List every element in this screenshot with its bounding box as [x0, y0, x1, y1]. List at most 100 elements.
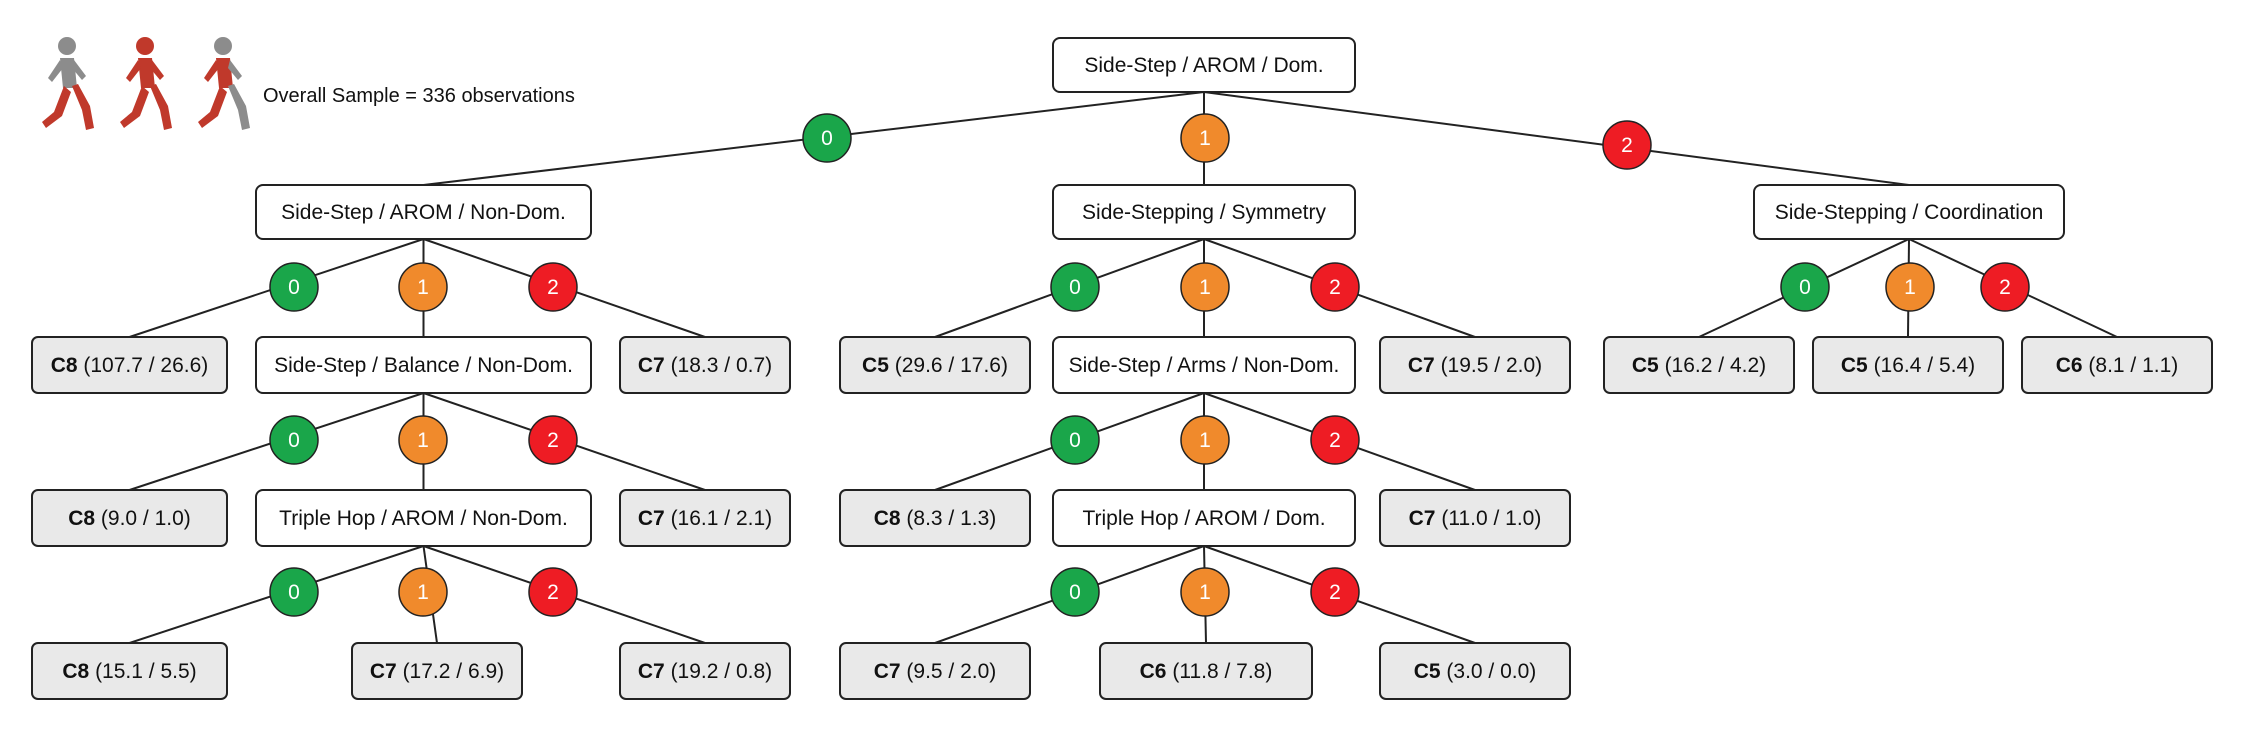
leaf-node-leaf_r1_2: C6 (8.1 / 1.1) [2021, 336, 2213, 394]
node-label: Side-Step / Arms / Non-Dom. [1069, 354, 1340, 377]
leaf-node-leaf_l3_1: C7 (17.2 / 6.9) [351, 642, 523, 700]
leaf-node-leaf_m3_2: C5 (3.0 / 0.0) [1379, 642, 1571, 700]
score-badge-0: 0 [1050, 567, 1100, 617]
leaf-values: (29.6 / 17.6) [889, 354, 1008, 377]
score-label: 1 [417, 581, 429, 604]
leaf-label: C5 (3.0 / 0.0) [1414, 660, 1537, 683]
score-label: 1 [1199, 127, 1211, 150]
score-badge-0: 0 [269, 567, 319, 617]
decision-node-n_l3: Triple Hop / AROM / Non-Dom. [255, 489, 592, 547]
leaf-label: C7 (11.0 / 1.0) [1409, 507, 1542, 530]
score-label: 2 [1329, 276, 1341, 299]
node-label: Side-Stepping / Coordination [1775, 201, 2044, 224]
score-circle [528, 567, 578, 617]
node-label: Triple Hop / AROM / Non-Dom. [279, 507, 568, 530]
leaf-values: (19.5 / 2.0) [1435, 354, 1542, 377]
score-circle [398, 567, 448, 617]
leaf-label: C8 (15.1 / 5.5) [62, 660, 196, 683]
score-circle [1310, 567, 1360, 617]
leaf-label: C7 (18.3 / 0.7) [638, 354, 772, 377]
score-badge-2: 2 [528, 567, 578, 617]
score-circle [1180, 113, 1230, 163]
leaf-class: C7 [874, 660, 901, 683]
leaf-class: C6 [2056, 354, 2083, 377]
decision-node-n_l1: Side-Step / AROM / Non-Dom. [255, 184, 592, 240]
leaf-node-leaf_r1_0: C5 (16.2 / 4.2) [1603, 336, 1795, 394]
score-badge-1: 1 [1180, 113, 1230, 163]
leaf-class: C5 [1632, 354, 1659, 377]
score-circle [528, 262, 578, 312]
leaf-box [619, 489, 791, 547]
walker-icons [42, 37, 250, 130]
leaf-box [839, 489, 1031, 547]
decision-node-n_m1: Side-Stepping / Symmetry [1052, 184, 1356, 240]
score-circle [1885, 262, 1935, 312]
score-badge-0: 0 [269, 262, 319, 312]
leaf-class: C5 [1414, 660, 1441, 683]
score-label: 0 [1069, 581, 1081, 604]
score-circle [1180, 415, 1230, 465]
leaf-node-leaf_l3_0: C8 (15.1 / 5.5) [31, 642, 228, 700]
score-label: 0 [821, 127, 833, 150]
leaf-box [839, 642, 1031, 700]
score-circle [1050, 262, 1100, 312]
leaf-values: (19.2 / 0.8) [665, 660, 772, 683]
score-label: 0 [288, 276, 300, 299]
score-badge-2: 2 [528, 262, 578, 312]
score-circle [398, 415, 448, 465]
leaf-label: C5 (29.6 / 17.6) [862, 354, 1008, 377]
score-badge-2: 2 [1980, 262, 2030, 312]
node-box [255, 489, 592, 547]
leaf-box [619, 642, 791, 700]
node-label: Side-Step / Balance / Non-Dom. [274, 354, 573, 377]
score-label: 0 [288, 429, 300, 452]
leaf-node-leaf_m2_0: C8 (8.3 / 1.3) [839, 489, 1031, 547]
score-circle [1050, 567, 1100, 617]
score-badge-2: 2 [1310, 262, 1360, 312]
score-label: 0 [1069, 429, 1081, 452]
leaf-class: C7 [638, 660, 665, 683]
score-badge-1: 1 [398, 262, 448, 312]
leaf-values: (16.1 / 2.1) [665, 507, 772, 530]
leaf-class: C7 [1409, 507, 1436, 530]
node-box [255, 336, 592, 394]
score-badge-1: 1 [1180, 567, 1230, 617]
score-badge-2: 2 [1310, 567, 1360, 617]
node-label: Triple Hop / AROM / Dom. [1082, 507, 1325, 530]
leaf-node-leaf_m3_1: C6 (11.8 / 7.8) [1099, 642, 1313, 700]
score-label: 2 [1329, 429, 1341, 452]
node-box [1052, 37, 1356, 93]
leaf-node-leaf_l3_2: C7 (19.2 / 0.8) [619, 642, 791, 700]
walker-gray-red-icon [42, 37, 94, 130]
leaf-values: (15.1 / 5.5) [89, 660, 196, 683]
node-label: Side-Stepping / Symmetry [1082, 201, 1326, 224]
leaf-class: C8 [62, 660, 89, 683]
score-circle [269, 262, 319, 312]
leaf-class: C6 [1140, 660, 1167, 683]
score-badge-2: 2 [528, 415, 578, 465]
score-circle [1050, 415, 1100, 465]
leaf-class: C7 [370, 660, 397, 683]
leaf-class: C7 [638, 354, 665, 377]
score-label: 1 [1199, 581, 1211, 604]
leaf-box [1812, 336, 2004, 394]
leaf-node-leaf_m3_0: C7 (9.5 / 2.0) [839, 642, 1031, 700]
leaf-class: C7 [1408, 354, 1435, 377]
score-label: 2 [547, 276, 559, 299]
leaf-box [1379, 336, 1571, 394]
node-box [1052, 336, 1356, 394]
leaf-label: C7 (16.1 / 2.1) [638, 507, 772, 530]
score-circle [1602, 120, 1652, 170]
leaf-values: (16.2 / 4.2) [1659, 354, 1766, 377]
score-badge-0: 0 [802, 113, 852, 163]
leaf-node-leaf_r1_1: C5 (16.4 / 5.4) [1812, 336, 2004, 394]
decision-node-n_m2: Side-Step / Arms / Non-Dom. [1052, 336, 1356, 394]
leaf-label: C6 (8.1 / 1.1) [2056, 354, 2179, 377]
score-circle [269, 415, 319, 465]
score-circle [802, 113, 852, 163]
leaf-class: C7 [638, 507, 665, 530]
leaf-box [619, 336, 791, 394]
leaf-class: C8 [874, 507, 901, 530]
leaf-box [1603, 336, 1795, 394]
